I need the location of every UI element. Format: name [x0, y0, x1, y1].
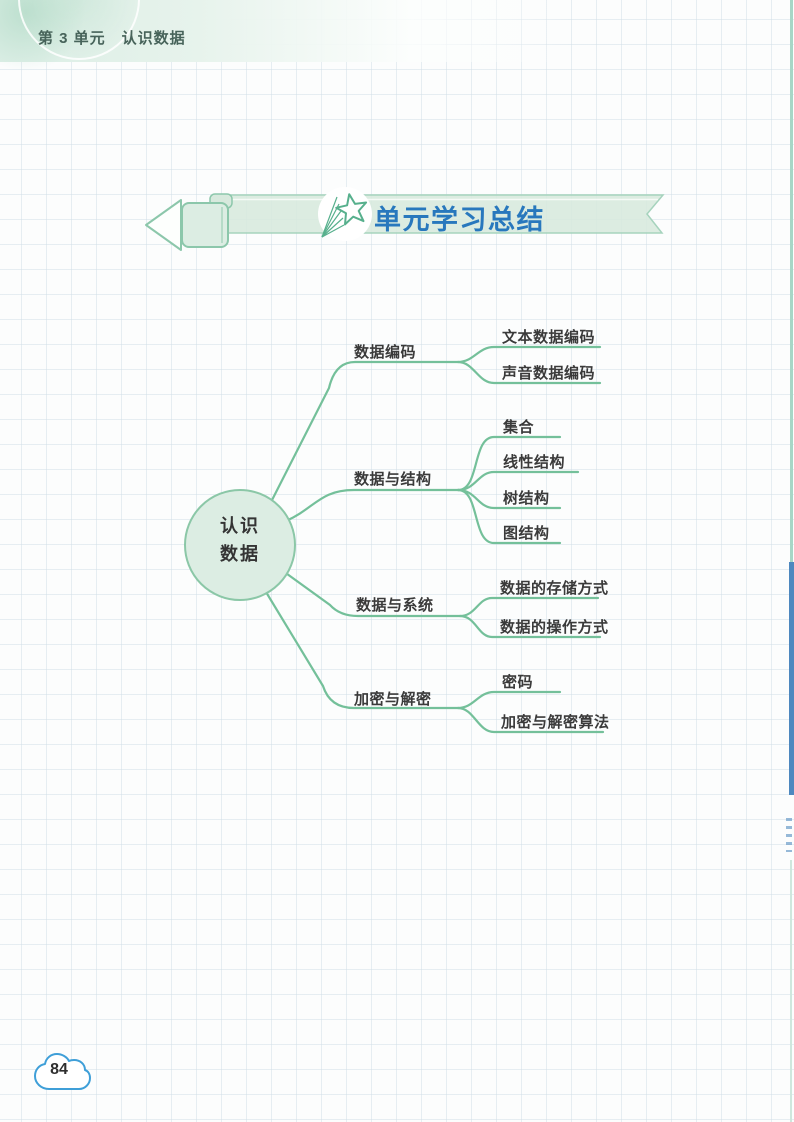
mindmap-root-circle — [184, 489, 296, 601]
leaf-label-data-operation-method: 数据的操作方式 — [500, 619, 609, 636]
shooting-star-icon — [318, 187, 372, 241]
leaf-label-password: 密码 — [502, 674, 534, 691]
scroll-icon — [181, 193, 233, 248]
cloud-icon — [34, 1053, 91, 1090]
branch-label-data-and-system: 数据与系统 — [356, 597, 434, 614]
leaf-label-linear-structure: 线性结构 — [503, 454, 566, 471]
mindmap-root-node: 认识 数据 — [185, 512, 295, 568]
branch-label-data-and-structure: 数据与结构 — [354, 471, 432, 488]
leaf-label-set: 集合 — [503, 419, 535, 436]
root-label-line1: 认识 — [220, 516, 260, 536]
leaf-label-graph-structure: 图结构 — [503, 525, 550, 542]
leaf-label-encryption-decryption-algorithm: 加密与解密算法 — [501, 714, 610, 731]
left-arrow-icon — [145, 199, 182, 251]
root-label-line2: 数据 — [220, 544, 260, 564]
mindmap-connector-lines — [184, 345, 605, 734]
leaf-label-tree-structure: 树结构 — [503, 490, 550, 507]
page-number: 84 — [50, 1061, 68, 1078]
unit-header-label: 第 3 单元 认识数据 — [38, 30, 186, 47]
branch-label-data-encoding: 数据编码 — [354, 344, 417, 361]
page-edge-teal-strip — [790, 0, 793, 562]
leaf-label-audio-data-encoding: 声音数据编码 — [502, 365, 596, 382]
page-edge-marks — [786, 818, 792, 852]
page-edge-blue-strip — [789, 562, 794, 795]
page-edge-faint-strip — [790, 860, 792, 1122]
branch-label-encryption-decryption: 加密与解密 — [354, 691, 432, 708]
leaf-label-text-data-encoding: 文本数据编码 — [502, 329, 596, 346]
banner-ribbon-graphic — [145, 187, 665, 251]
leaf-label-data-storage-method: 数据的存储方式 — [500, 580, 609, 597]
banner-title: 单元学习总结 — [374, 205, 545, 235]
page-number-cloud: 84 — [28, 1049, 96, 1095]
page-header-band: 第 3 单元 认识数据 — [0, 0, 794, 72]
